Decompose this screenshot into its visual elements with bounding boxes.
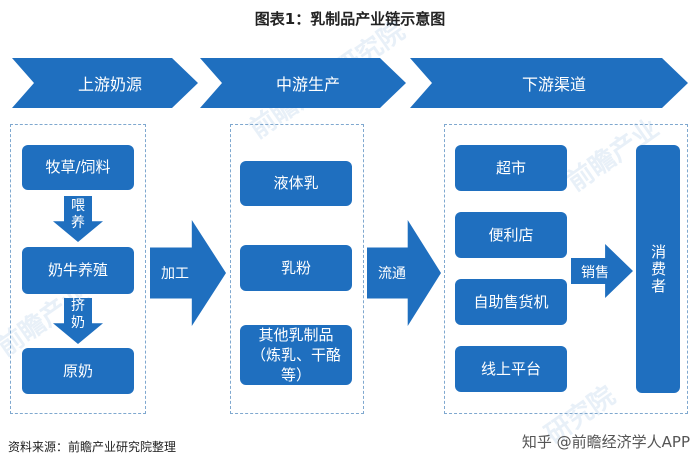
credit-note: 知乎 @前瞻经济学人APP — [521, 433, 690, 451]
downstream-header: 下游渠道 — [410, 58, 688, 108]
downstream-group — [444, 124, 688, 414]
upstream-header: 上游奶源 — [12, 58, 198, 108]
self-service-box: 自助售货机 — [455, 279, 567, 325]
chart-title: 图表1：乳制品产业链示意图 — [254, 10, 446, 28]
supermarket-box: 超市 — [455, 145, 567, 191]
midstream-header-label: 中游生产 — [275, 75, 340, 94]
circulation-arrow-label: 流通 — [378, 266, 406, 282]
raw-milk-box: 原奶 — [22, 348, 134, 394]
online-platform-box: 线上平台 — [455, 346, 567, 392]
source-note: 资料来源：前瞻产业研究院整理 — [8, 440, 177, 454]
upstream-header-label: 上游奶源 — [77, 75, 142, 94]
process-arrow-label: 加工 — [161, 266, 189, 282]
cattle-farming-box: 奶牛养殖 — [22, 247, 134, 294]
other-dairy-box: 其他乳制品（炼乳、干酪等） — [240, 325, 352, 385]
squeeze-arrow-label: 挤奶 — [71, 298, 85, 331]
downstream-header-label: 下游渠道 — [521, 75, 586, 94]
convenience-store-box: 便利店 — [455, 212, 567, 258]
consumer-box: 消费者 — [636, 145, 680, 393]
upstream-group — [10, 124, 146, 414]
sales-arrow-label: 销售 — [581, 265, 609, 281]
feed-arrow-label: 喂养 — [71, 198, 85, 231]
midstream-group — [230, 124, 364, 414]
milk-powder-box: 乳粉 — [240, 245, 352, 291]
liquid-milk-box: 液体乳 — [240, 161, 352, 206]
midstream-header: 中游生产 — [200, 58, 406, 108]
forage-box: 牧草/饲料 — [22, 145, 134, 190]
